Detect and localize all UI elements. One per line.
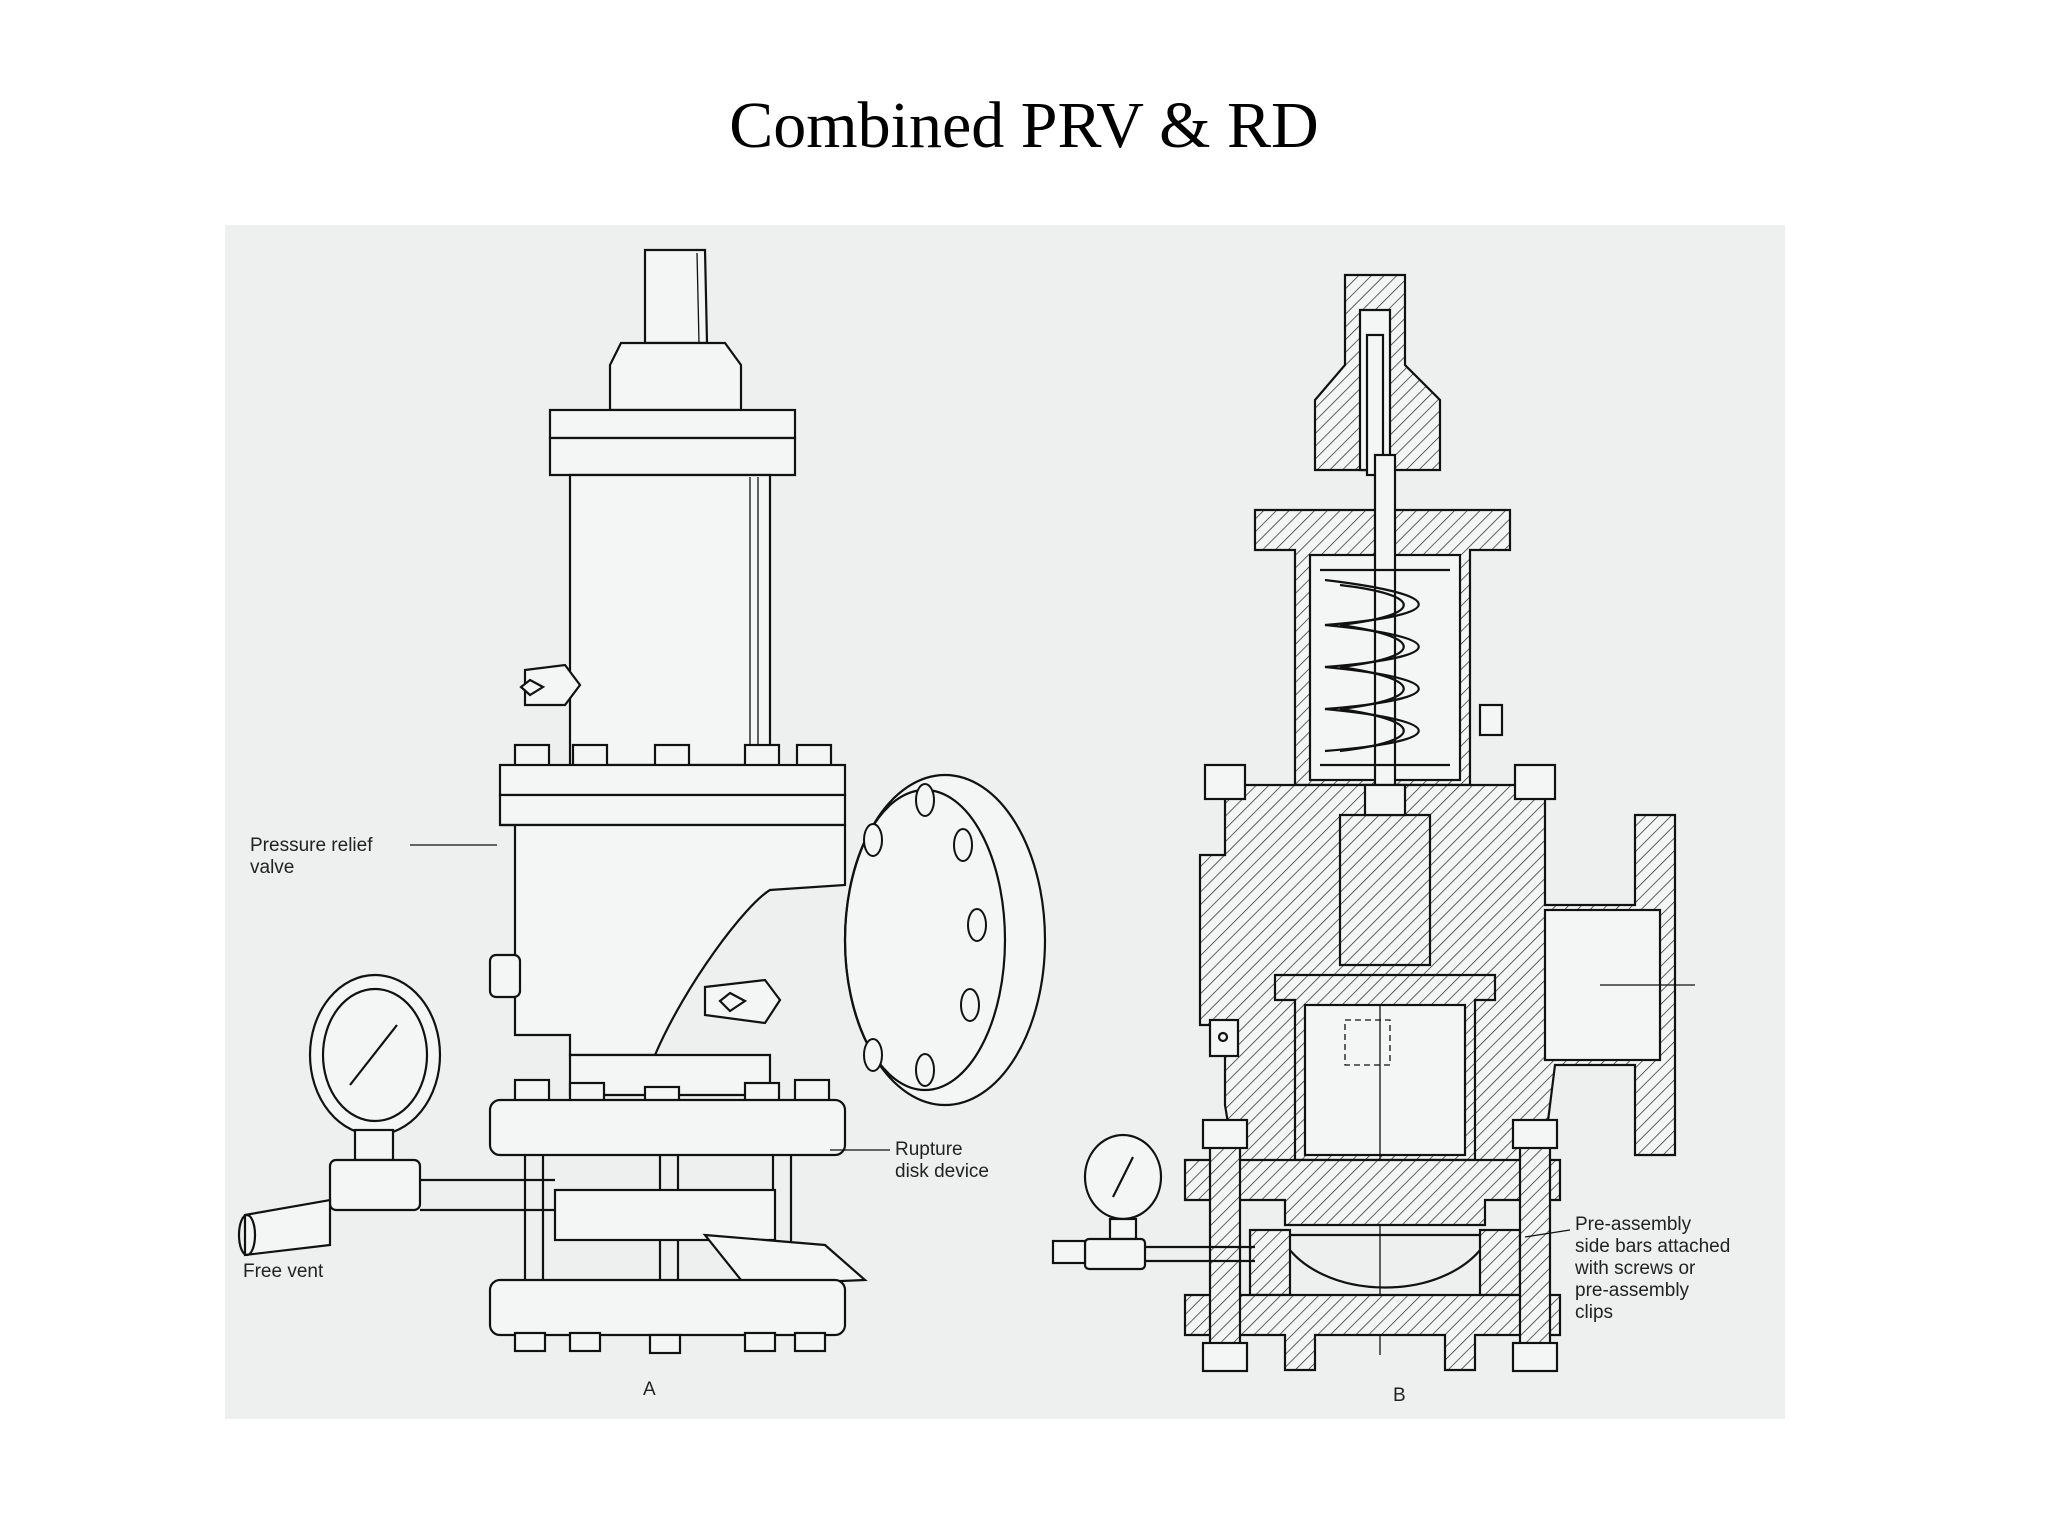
- pre-assembly-label: Pre-assembly side bars attached with scr…: [1574, 1214, 1730, 1323]
- pre-assembly-label-line2: side bars attached: [1575, 1236, 1730, 1257]
- prv-cross-section: [1051, 273, 1695, 1373]
- valve-figure: Pressure relief valve Rupture disk devic…: [225, 225, 1785, 1419]
- bonnet-bolts: [513, 743, 833, 769]
- spring-icon: [1320, 568, 1450, 767]
- pressure-relief-label-line2: valve: [250, 857, 294, 878]
- slide-title: Combined PRV & RD: [729, 89, 1319, 162]
- pressure-relief-label-line1: Pressure relief: [250, 835, 373, 856]
- valve-drawing: Pressure relief valve Rupture disk devic…: [237, 248, 1730, 1406]
- prv-external-view: [237, 248, 1047, 1355]
- pressure-gauge-icon: [308, 973, 442, 1212]
- pressure-relief-label: Pressure relief valve: [250, 835, 497, 878]
- rupture-disk-label-line1: Rupture: [895, 1139, 963, 1160]
- outlet-flange-holes: [863, 783, 987, 1087]
- rupture-disk-label: Rupture disk device: [830, 1139, 989, 1182]
- rupture-disk-label-line2: disk device: [895, 1161, 989, 1182]
- figure-a-caption: A: [643, 1379, 656, 1400]
- pre-assembly-label-line1: Pre-assembly: [1575, 1214, 1692, 1235]
- pre-assembly-label-line4: pre-assembly: [1575, 1280, 1690, 1301]
- pre-assembly-label-line3: with screws or: [1574, 1258, 1696, 1279]
- pressure-gauge-icon: [1051, 1133, 1255, 1271]
- lower-nuts: [513, 1331, 827, 1355]
- free-vent-label: Free vent: [243, 1261, 324, 1282]
- pre-assembly-label-line5: clips: [1575, 1302, 1613, 1323]
- figure-b-caption: B: [1393, 1385, 1406, 1406]
